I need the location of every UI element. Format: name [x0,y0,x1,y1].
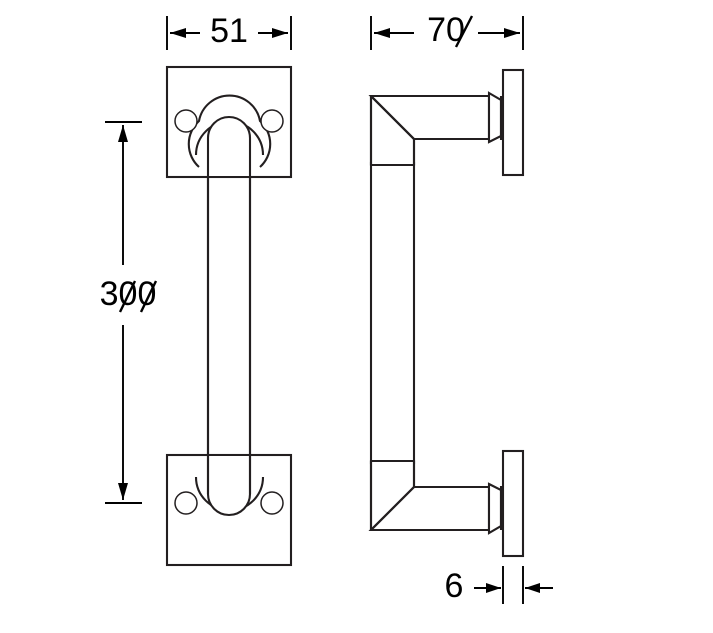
dimension-300: 300 [100,121,158,504]
dim-70-arrow-right [504,28,520,38]
fixing-hole-top-right [260,109,284,133]
top-wall-plate [501,68,525,177]
top-collar-taper [487,91,503,144]
dim-51-arrow-left [170,28,186,38]
top-bracket-chamfer-line [370,95,415,140]
fixing-hole-top-left [174,109,198,133]
side-elevation-view [368,68,525,558]
fixing-hole-bottom-right [260,491,284,515]
dim-70-zero-slash [454,15,474,48]
dim-51-arrow-right [272,28,288,38]
dim-300-arrow-bottom [118,483,128,500]
dim-6-arrow-right [525,583,540,593]
bottom-bracket-chamfer-line [370,486,415,531]
top-rose-dome [187,94,272,168]
dim-6-label: 6 [445,567,464,605]
top-grip-cap [206,115,252,179]
dim-51-label: 51 [210,12,248,50]
dimension-51: 51 [166,12,292,50]
front-elevation-view [165,65,293,567]
dim-70-arrow-left [374,28,390,38]
dim-6-arrow-left [486,583,501,593]
fixing-hole-bottom-left [174,491,198,515]
dimension-6: 6 [445,566,553,605]
dimension-70: 70 [370,11,524,50]
bottom-grip-cap [206,453,252,517]
dim-300-zero-slash-2 [139,280,158,313]
side-grip-bar [369,161,416,465]
dim-300-arrow-top [118,125,128,142]
bottom-wall-plate [501,449,525,558]
dim-300-zero-slash-1 [118,280,137,313]
bottom-collar-taper [487,482,503,535]
